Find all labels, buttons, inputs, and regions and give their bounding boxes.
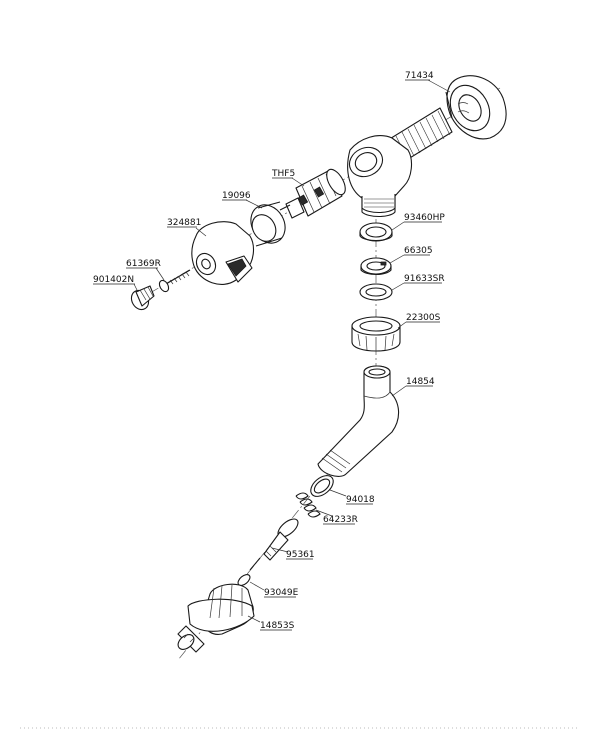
part-19096-ring bbox=[250, 201, 286, 247]
part-14854-bent-pipe bbox=[317, 365, 400, 477]
part-61369R-screw bbox=[158, 269, 191, 293]
part-labels: 71434 THF5 19096 324881 93460HP 66305 61… bbox=[93, 71, 445, 631]
leader-lines bbox=[133, 79, 451, 623]
part-324881-handle bbox=[191, 221, 255, 285]
label-95361: 95361 bbox=[286, 550, 315, 560]
label-71434: 71434 bbox=[405, 71, 434, 81]
label-324881: 324881 bbox=[167, 218, 201, 228]
part-91633SR-washer bbox=[359, 283, 393, 301]
label-22300S: 22300S bbox=[406, 313, 441, 323]
label-93460HP: 93460HP bbox=[404, 213, 445, 223]
part-64233R-spring bbox=[295, 492, 321, 518]
label-64233R: 64233R bbox=[323, 515, 358, 525]
part-71434-flange bbox=[445, 75, 507, 140]
label-14854: 14854 bbox=[406, 377, 435, 387]
part-94018-oring bbox=[310, 475, 334, 497]
label-94018: 94018 bbox=[346, 495, 375, 505]
label-THF5: THF5 bbox=[271, 169, 295, 179]
label-14853S: 14853S bbox=[260, 621, 295, 631]
label-19096: 19096 bbox=[222, 191, 251, 201]
valve-body bbox=[347, 135, 413, 218]
label-91633SR: 91633SR bbox=[404, 274, 445, 284]
part-22300S-nut bbox=[351, 316, 401, 352]
label-901402N: 901402N bbox=[93, 275, 134, 285]
label-93049E: 93049E bbox=[264, 588, 299, 598]
label-66305: 66305 bbox=[404, 246, 433, 256]
part-14853S-base bbox=[177, 583, 255, 653]
part-901402N-cap bbox=[130, 285, 155, 311]
part-93460HP-washer bbox=[359, 222, 393, 242]
part-95361-stem bbox=[249, 518, 299, 571]
label-61369R: 61369R bbox=[126, 259, 161, 269]
center-axes bbox=[137, 87, 501, 661]
part-THF5-cartridge bbox=[279, 168, 346, 219]
part-66305-ring bbox=[360, 257, 392, 276]
